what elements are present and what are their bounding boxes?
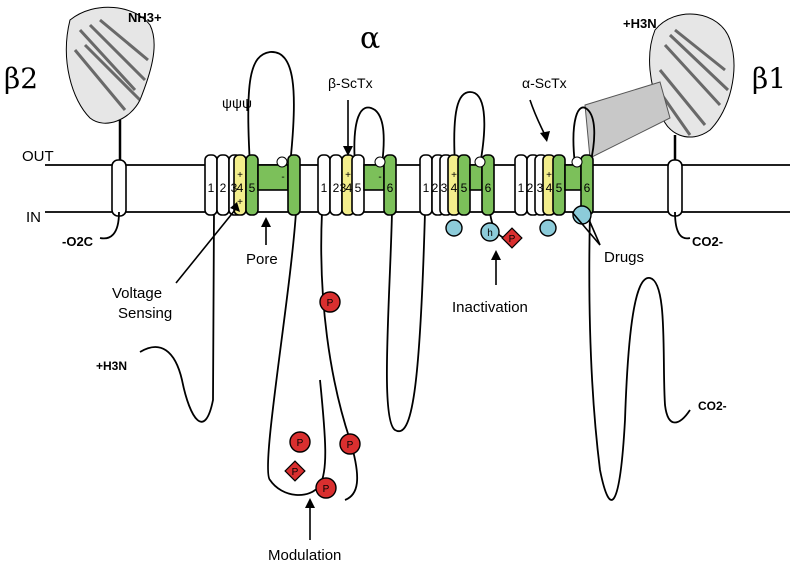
inactivation-gate: [480, 222, 500, 242]
inactivation-label: Inactivation: [452, 299, 528, 316]
d2-s4-label: 4: [346, 181, 353, 195]
d4-s2-label: 2: [527, 181, 534, 195]
phospho-diamond-modulation: [284, 460, 306, 482]
d1-s2-label: 2: [220, 181, 227, 195]
domain-4: [514, 154, 594, 216]
d2-s2-label: 2: [333, 181, 340, 195]
drug-site-d4b: [572, 205, 592, 225]
phospho-diamond-inactivation-label: P: [509, 234, 516, 245]
drug-site-d3: [445, 219, 463, 237]
phospho-diamond-modulation-label: P: [292, 467, 299, 478]
phospho-site-2-label: P: [297, 438, 304, 449]
voltage-sensing-label-2: Sensing: [118, 305, 172, 322]
d1-plus-bottom: +: [237, 197, 243, 208]
d2-minus: -: [378, 172, 381, 183]
phospho-site-3: [339, 433, 361, 455]
d3-plus: +: [451, 170, 457, 181]
inactivation-arrowhead: [491, 250, 501, 260]
beta-sctx-arrowhead: [343, 146, 353, 156]
d1-minus: -: [281, 172, 284, 183]
phospho-site-4: [315, 477, 337, 499]
beta2-c-tail: [99, 211, 120, 240]
beta1-tm-helix: [667, 159, 683, 217]
drugs-arrow-2: [589, 221, 601, 246]
domain-3: [419, 154, 495, 216]
beta1-title: β1: [752, 62, 786, 95]
alpha-nterm-label: +H3N: [96, 359, 127, 373]
d1-s1-label: 1: [208, 181, 215, 195]
d4-s1-label: 1: [518, 181, 525, 195]
d3-s5-label: 5: [461, 181, 468, 195]
domain-1: [204, 154, 301, 216]
d1-d2-linker-b: [320, 211, 359, 501]
pore-label: Pore: [246, 251, 278, 268]
domain-2: [317, 154, 397, 216]
d3-pore-loop: [453, 91, 486, 166]
d2-pore-loop: [353, 106, 385, 166]
phospho-site-3-label: P: [347, 440, 354, 451]
d1-plus-top: +: [237, 170, 243, 181]
alpha-n-terminal-tail: [139, 211, 215, 423]
d1-s4-label: 4: [237, 181, 244, 195]
d2-s3-label: 3: [340, 181, 347, 195]
d2-s5-label: 5: [355, 181, 362, 195]
d3-s4-label: 4: [451, 181, 458, 195]
d3-s6-label: 6: [485, 181, 492, 195]
phospho-diamond-inactivation: [501, 227, 523, 249]
d4-pore-loop: [572, 106, 596, 166]
alpha-cterm-label: CO2-: [698, 399, 727, 413]
d1-pore-loop: [247, 51, 295, 166]
voltage-sensing-label-1: Voltage: [112, 285, 162, 302]
d2-s6-label: 6: [387, 181, 394, 195]
d1-s3-label: 3: [231, 181, 238, 195]
d4-s5-label: 5: [556, 181, 563, 195]
beta1-nterm-label: +H3N: [623, 16, 657, 31]
beta1-cterm-label: CO2-: [692, 234, 723, 249]
drugs-arrow-1: [571, 211, 601, 246]
out-label: OUT: [22, 148, 54, 165]
d4-s6-label: 6: [584, 181, 591, 195]
d2-s1-label: 1: [321, 181, 328, 195]
d1-d2-linker-a: [267, 211, 327, 496]
modulation-arrowhead: [305, 498, 315, 508]
pore-arrowhead: [261, 217, 271, 227]
glycosylation-marks: ψψψ: [222, 95, 252, 111]
d4-plus: +: [546, 170, 552, 181]
phospho-site-2: [289, 431, 311, 453]
alpha-c-terminal-tail: [588, 211, 691, 501]
d2-plus: +: [345, 170, 351, 181]
d4-s4-label: 4: [546, 181, 553, 195]
beta2-cterm-label: -O2C: [62, 234, 94, 249]
phospho-site-1-label: P: [327, 298, 334, 309]
voltage-sensing-arrow: [175, 209, 236, 284]
beta1-c-tail: [674, 211, 691, 240]
drugs-label: Drugs: [604, 249, 644, 266]
alpha-sctx-label: α-ScTx: [522, 75, 567, 91]
beta2-tm-helix: [111, 159, 127, 217]
phospho-site-1: [319, 291, 341, 313]
phospho-site-4-label: P: [323, 484, 330, 495]
in-label: IN: [26, 209, 41, 226]
beta-sctx-label: β-ScTx: [328, 75, 373, 91]
modulation-label: Modulation: [268, 547, 341, 564]
alpha-sctx-arrow: [529, 99, 546, 136]
d3-s1-label: 1: [423, 181, 430, 195]
d2-d3-linker: [386, 211, 426, 433]
d3-s2-label: 2: [432, 181, 439, 195]
beta2-nterm-label: NH3+: [128, 10, 162, 25]
beta1-alpha-interaction: [584, 81, 671, 159]
d3-s3-label: 3: [441, 181, 448, 195]
voltage-sensing-arrowhead: [230, 202, 240, 212]
d1-s5-label: 5: [249, 181, 256, 195]
alpha-sctx-arrowhead: [540, 131, 550, 142]
alpha-title: α: [360, 21, 380, 56]
d4-s3-label: 3: [537, 181, 544, 195]
inactivation-gate-label: h: [487, 228, 493, 239]
drug-site-d4a: [539, 219, 557, 237]
beta2-title: β2: [4, 62, 38, 95]
beta2-ig-domain: [65, 6, 155, 165]
